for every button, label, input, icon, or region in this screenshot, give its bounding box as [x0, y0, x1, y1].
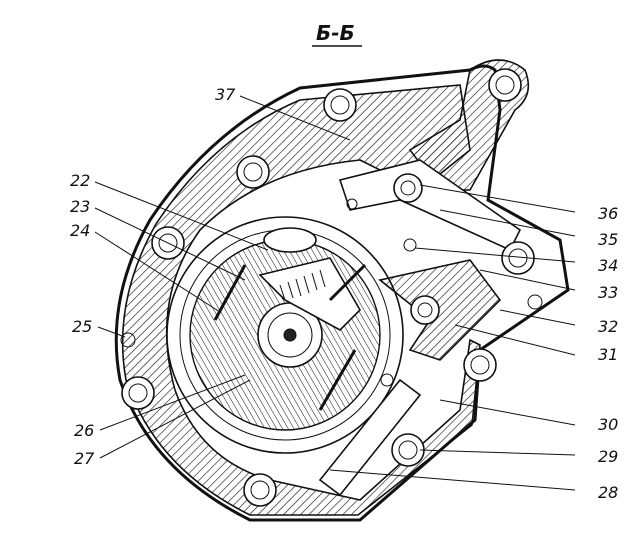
housing-bolt [236, 155, 270, 189]
callout-31: 31 [598, 345, 618, 364]
pivot-bolt [410, 295, 440, 325]
housing-bolt [463, 348, 497, 382]
leader-lines [94, 95, 576, 491]
pin-left [213, 264, 247, 321]
pivot-bolt [393, 173, 423, 203]
small-hole [380, 373, 394, 387]
callout-34: 34 [598, 256, 618, 275]
housing-bolt [391, 433, 425, 467]
housing-bolt [243, 473, 277, 507]
callout-28: 28 [598, 483, 618, 502]
section-title: Б-Б [316, 21, 355, 45]
rod [318, 378, 422, 497]
housing-bolt [488, 68, 522, 102]
hub-inner [267, 312, 313, 358]
callout-24: 24 [70, 221, 90, 240]
small-hole [346, 198, 358, 210]
callout-27: 27 [74, 449, 95, 468]
callout-32: 32 [598, 317, 618, 336]
brush-holder [258, 257, 361, 331]
pin-right [328, 263, 367, 302]
callout-22: 22 [70, 171, 90, 190]
callout-26: 26 [74, 421, 94, 440]
callout-35: 35 [598, 230, 618, 249]
housing-bolt [323, 88, 357, 122]
callout-30: 30 [598, 415, 618, 434]
callout-36: 36 [598, 204, 618, 223]
housing-wall [121, 84, 481, 516]
housing-bolt [501, 241, 535, 275]
callout-29: 29 [598, 447, 618, 466]
screw-right [527, 294, 543, 310]
brush-cap [263, 227, 317, 253]
callout-23: 23 [70, 197, 90, 216]
screw-25 [120, 332, 136, 348]
small-hole [403, 238, 417, 252]
callout-37: 37 [215, 85, 236, 104]
housing-bolt [121, 376, 155, 410]
hub-center [283, 328, 297, 342]
pin-bottom [318, 349, 357, 411]
callout-33: 33 [598, 283, 618, 302]
callout-25: 25 [72, 317, 92, 336]
brush-coil [279, 269, 326, 301]
